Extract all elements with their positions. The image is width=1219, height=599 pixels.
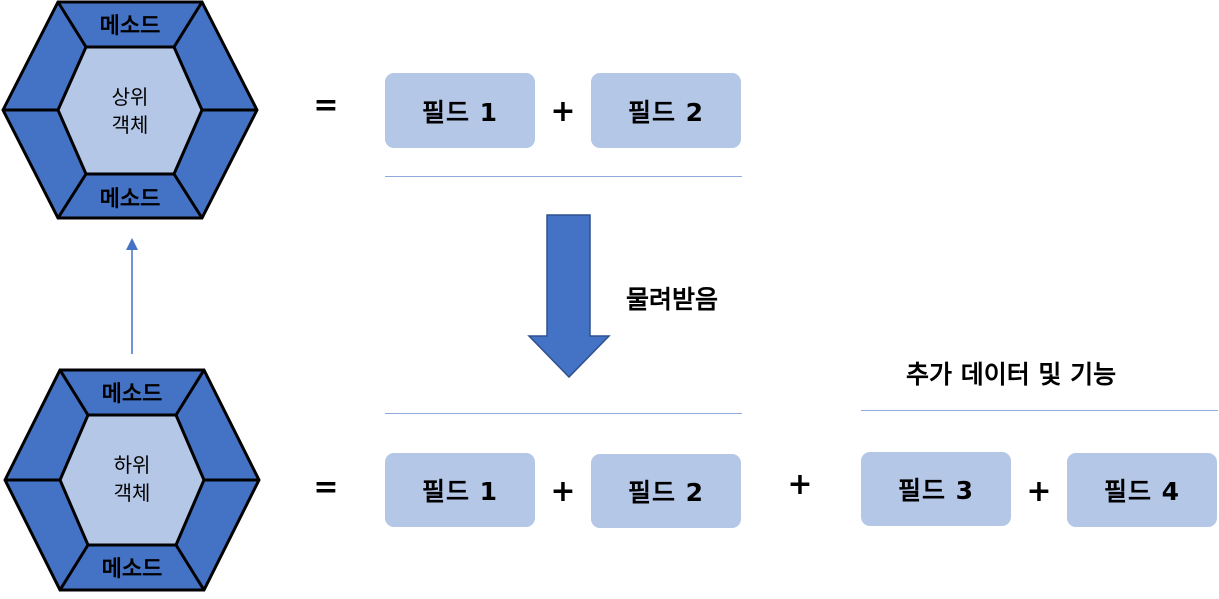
- bottom-plus-sign-1: +: [550, 474, 576, 509]
- bottom-field-2: 필드 2: [591, 454, 741, 528]
- child-center-line2: 객체: [114, 481, 151, 505]
- inherit-label: 물려받음: [626, 285, 719, 314]
- bottom-field-4: 필드 4: [1067, 453, 1217, 527]
- top-plus-sign: +: [550, 94, 576, 129]
- top-divider-line: [385, 176, 742, 177]
- bottom-field-3: 필드 3: [861, 452, 1011, 526]
- top-field-2: 필드 2: [591, 73, 741, 148]
- parent-method-top: 메소드: [100, 14, 161, 39]
- parent-method-bottom: 메소드: [100, 187, 161, 212]
- parent-center-line2: 객체: [112, 113, 149, 137]
- inheritance-link-arrow: [126, 238, 138, 354]
- parent-object-hexagon: 메소드 상위 객체 메소드: [1, 0, 259, 220]
- top-equals-sign: =: [313, 88, 339, 123]
- bottom-plus-sign-2: +: [787, 467, 813, 502]
- bottom-divider-line-extra: [861, 410, 1218, 411]
- top-field-1: 필드 1: [385, 73, 535, 148]
- child-method-top: 메소드: [102, 382, 163, 407]
- parent-center-line1: 상위: [112, 85, 149, 109]
- child-center-line1: 하위: [114, 453, 151, 477]
- bottom-plus-sign-3: +: [1026, 474, 1052, 509]
- extra-data-label: 추가 데이터 및 기능: [906, 360, 1117, 389]
- bottom-equals-sign: =: [313, 470, 339, 505]
- bottom-field-1: 필드 1: [385, 453, 535, 527]
- child-method-bottom: 메소드: [102, 557, 163, 582]
- bottom-divider-line-inherited: [385, 413, 742, 414]
- child-object-hexagon: 메소드 하위 객체 메소드: [3, 368, 261, 592]
- inherit-down-arrow: [527, 214, 611, 379]
